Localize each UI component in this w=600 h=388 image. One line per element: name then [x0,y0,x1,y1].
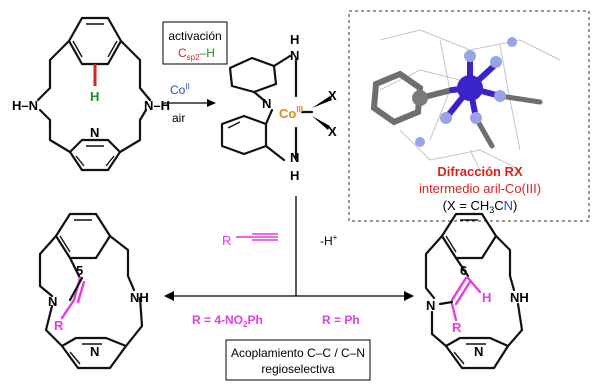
left-ring-size: 5 [76,263,83,278]
complex-n-mid: N [262,96,271,111]
xray-subtitle: intermedio aril-Co(III) [419,181,541,196]
crystal-structure [370,29,561,177]
cobalt-complex [220,54,332,162]
left-product-pyridine-n: N [90,344,99,359]
macrocycle-ligand [36,16,152,172]
coupling-box [225,339,371,381]
complex-x-upper: X [328,88,337,103]
right-product-n: N [426,298,435,313]
alkyne-triple-bond [236,233,278,241]
minus-h-label: -H+ [320,233,338,248]
coupling-line1: Acoplamiento C–C / C–N [231,346,365,360]
complex-n-bottom: N [290,150,299,165]
coupling-line2: regioselectiva [261,362,335,376]
ligand-activated-h: H [90,89,99,104]
left-product-nh: NH [130,290,149,305]
complex-h-bottom: H [290,168,299,183]
activation-box [162,21,228,65]
activation-label: activación [168,29,221,43]
right-arrow-head [404,291,414,301]
cobalt-ii-reagent: CoII [170,82,190,97]
right-product-pyridine-n: N [474,344,483,359]
xray-title: Difracción RX [437,164,523,179]
left-product-n: N [48,294,57,309]
ligand-pyridine-n: N [90,125,99,140]
air-label: air [172,111,185,125]
xray-formula: (X = CH3CN) [443,198,518,215]
ligand-nh-right: N–H [144,98,170,113]
ligand-nh-left: H–N [12,98,38,113]
right-product-h: H [482,290,491,305]
cobalt-iii-center: CoIII [279,105,303,121]
right-branch-label: R = Ph [322,313,360,327]
alkyne-r-label: R [222,233,231,248]
left-product-r: R [54,318,64,333]
complex-h-top: H [290,32,299,47]
product-five-membered [38,212,144,370]
left-branch-label: R = 4-NO2Ph [192,313,263,329]
right-product-nh: NH [510,290,529,305]
complex-n-top: N [290,48,299,63]
product-six-membered [424,212,524,370]
complex-x-lower: X [328,124,337,139]
left-arrow-head [164,291,174,301]
csp2-h-label: Csp2–H [178,46,215,62]
right-ring-size: 6 [460,263,467,278]
arrow-head [207,99,216,107]
right-product-r: R [452,320,462,335]
